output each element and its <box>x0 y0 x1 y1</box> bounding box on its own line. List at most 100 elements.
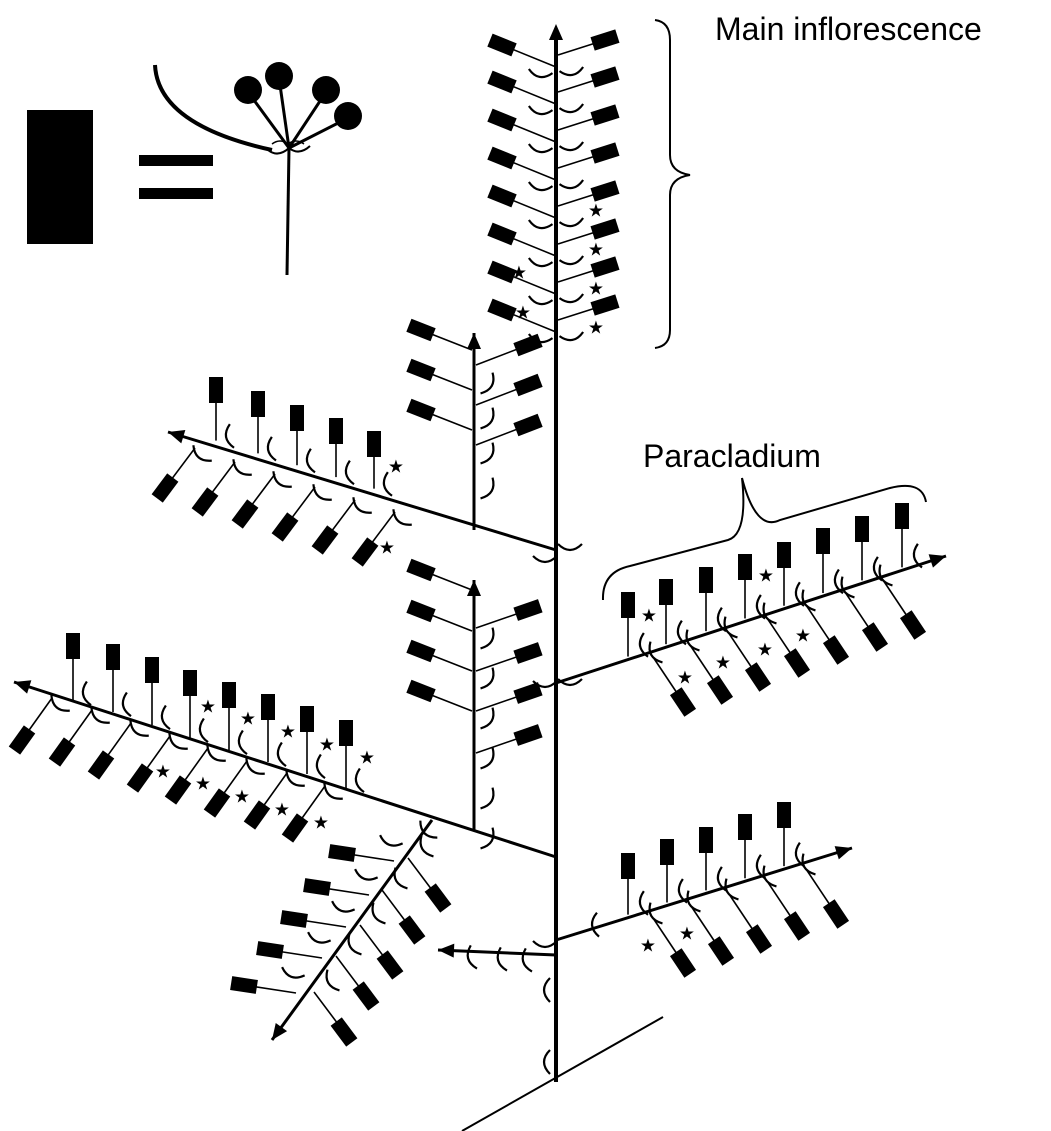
bract <box>801 589 816 612</box>
bract <box>344 459 355 486</box>
lower-axis-umbel-right <box>513 682 543 704</box>
paracladium-umbel-up <box>699 567 713 593</box>
bract <box>379 834 404 847</box>
lower-right-umbel-down <box>783 911 811 941</box>
paracladium-umbel-down <box>899 610 927 640</box>
paracladium-umbel-up <box>621 592 635 618</box>
lower-axis-umbel-left <box>406 639 436 663</box>
upper-left-umbel-down <box>271 512 299 542</box>
bract <box>724 878 739 901</box>
marker-star: ★ <box>677 668 693 689</box>
bract <box>801 853 816 876</box>
lower-left-diagonal-branch-arrowhead <box>272 1022 288 1040</box>
paracladium-umbel-down <box>706 675 734 705</box>
paracladium-umbel-down <box>861 622 889 652</box>
marker-star: ★ <box>715 653 731 674</box>
paracladium-brace <box>601 477 927 601</box>
lower-axis-umbel-left <box>406 558 436 582</box>
main-umbel-right <box>590 256 620 278</box>
main-umbel-right <box>590 294 620 316</box>
upper-axis-umbel-left <box>406 358 436 382</box>
bract <box>50 695 70 712</box>
middle-left-branch-arrowhead <box>14 680 32 694</box>
markers: ★★★★★★★★★★★★★★★★★★★★★★★★★★ <box>155 201 811 957</box>
bract <box>558 331 585 342</box>
paracladium-umbel-up <box>659 579 673 605</box>
bract <box>480 407 495 430</box>
bract <box>371 902 386 925</box>
middle-left-umbel-down <box>243 800 271 830</box>
middle-left-umbel-down <box>281 813 309 843</box>
main-umbel-right <box>590 142 620 164</box>
bract <box>198 717 209 744</box>
bract <box>480 627 495 650</box>
marker-star: ★ <box>641 606 657 627</box>
bract <box>558 255 585 266</box>
bract <box>312 484 332 501</box>
bract <box>527 295 554 306</box>
bract <box>419 820 438 839</box>
lower-right-umbel-down <box>822 899 850 929</box>
middle-left-umbel-down <box>8 725 36 755</box>
upper-axis-umbel-right <box>513 413 543 437</box>
bract <box>527 219 554 230</box>
lower-right-branch-arrowhead <box>834 846 852 860</box>
paracladium-umbel-up <box>738 554 752 580</box>
bract <box>272 471 292 488</box>
upper-left-umbel-up <box>251 391 265 417</box>
main-umbel-right <box>590 66 620 88</box>
legend-equals-sign <box>139 155 213 199</box>
upper-left-umbel-down <box>351 537 379 567</box>
bract <box>755 854 766 880</box>
bract <box>419 835 434 858</box>
upper-axis-umbel-left <box>406 318 436 342</box>
paracladium-umbel-down <box>744 662 772 692</box>
main-umbel-right <box>590 104 620 126</box>
bract <box>762 865 777 888</box>
upper-left-branch <box>167 430 557 552</box>
bract <box>224 423 235 449</box>
main-umbel-left <box>487 70 517 94</box>
bract <box>521 947 533 973</box>
bract <box>168 733 188 750</box>
bract <box>480 787 495 810</box>
lower-right-umbel-up <box>660 839 674 865</box>
bract <box>542 1049 551 1075</box>
bract <box>206 745 226 762</box>
bract <box>527 333 554 344</box>
marker-star: ★ <box>359 748 375 769</box>
lower-right-umbel-up <box>777 802 791 828</box>
main-umbel-right <box>590 29 620 51</box>
bract <box>480 442 495 465</box>
bract <box>232 459 252 476</box>
paracladium-umbel-down <box>822 635 850 665</box>
bract <box>81 680 92 707</box>
upper-left-umbel-up <box>209 377 223 403</box>
bract <box>558 66 585 77</box>
diagonal-umbel-right <box>424 883 452 913</box>
bract <box>532 680 558 689</box>
marker-star: ★ <box>640 936 656 957</box>
bract <box>480 747 495 770</box>
marker-star: ★ <box>388 457 404 478</box>
bract <box>354 767 365 794</box>
upper-left-umbel-down <box>311 525 339 555</box>
umbel-illustration <box>153 62 362 276</box>
bract <box>315 753 326 780</box>
bract <box>527 68 554 79</box>
marker-star: ★ <box>588 318 604 339</box>
lower-right-umbel-down <box>707 936 735 966</box>
main-inflorescence-brace <box>654 19 691 349</box>
marker-star: ★ <box>200 697 216 718</box>
bract <box>648 641 663 664</box>
bract <box>558 103 585 114</box>
bract <box>323 783 343 800</box>
marker-star: ★ <box>758 566 774 587</box>
middle-left-umbel-up <box>339 720 353 746</box>
bract <box>532 940 558 949</box>
bract <box>794 581 805 607</box>
bract <box>480 707 495 730</box>
bract <box>527 257 554 268</box>
bract <box>638 890 649 916</box>
middle-left-umbel-up <box>300 706 314 732</box>
